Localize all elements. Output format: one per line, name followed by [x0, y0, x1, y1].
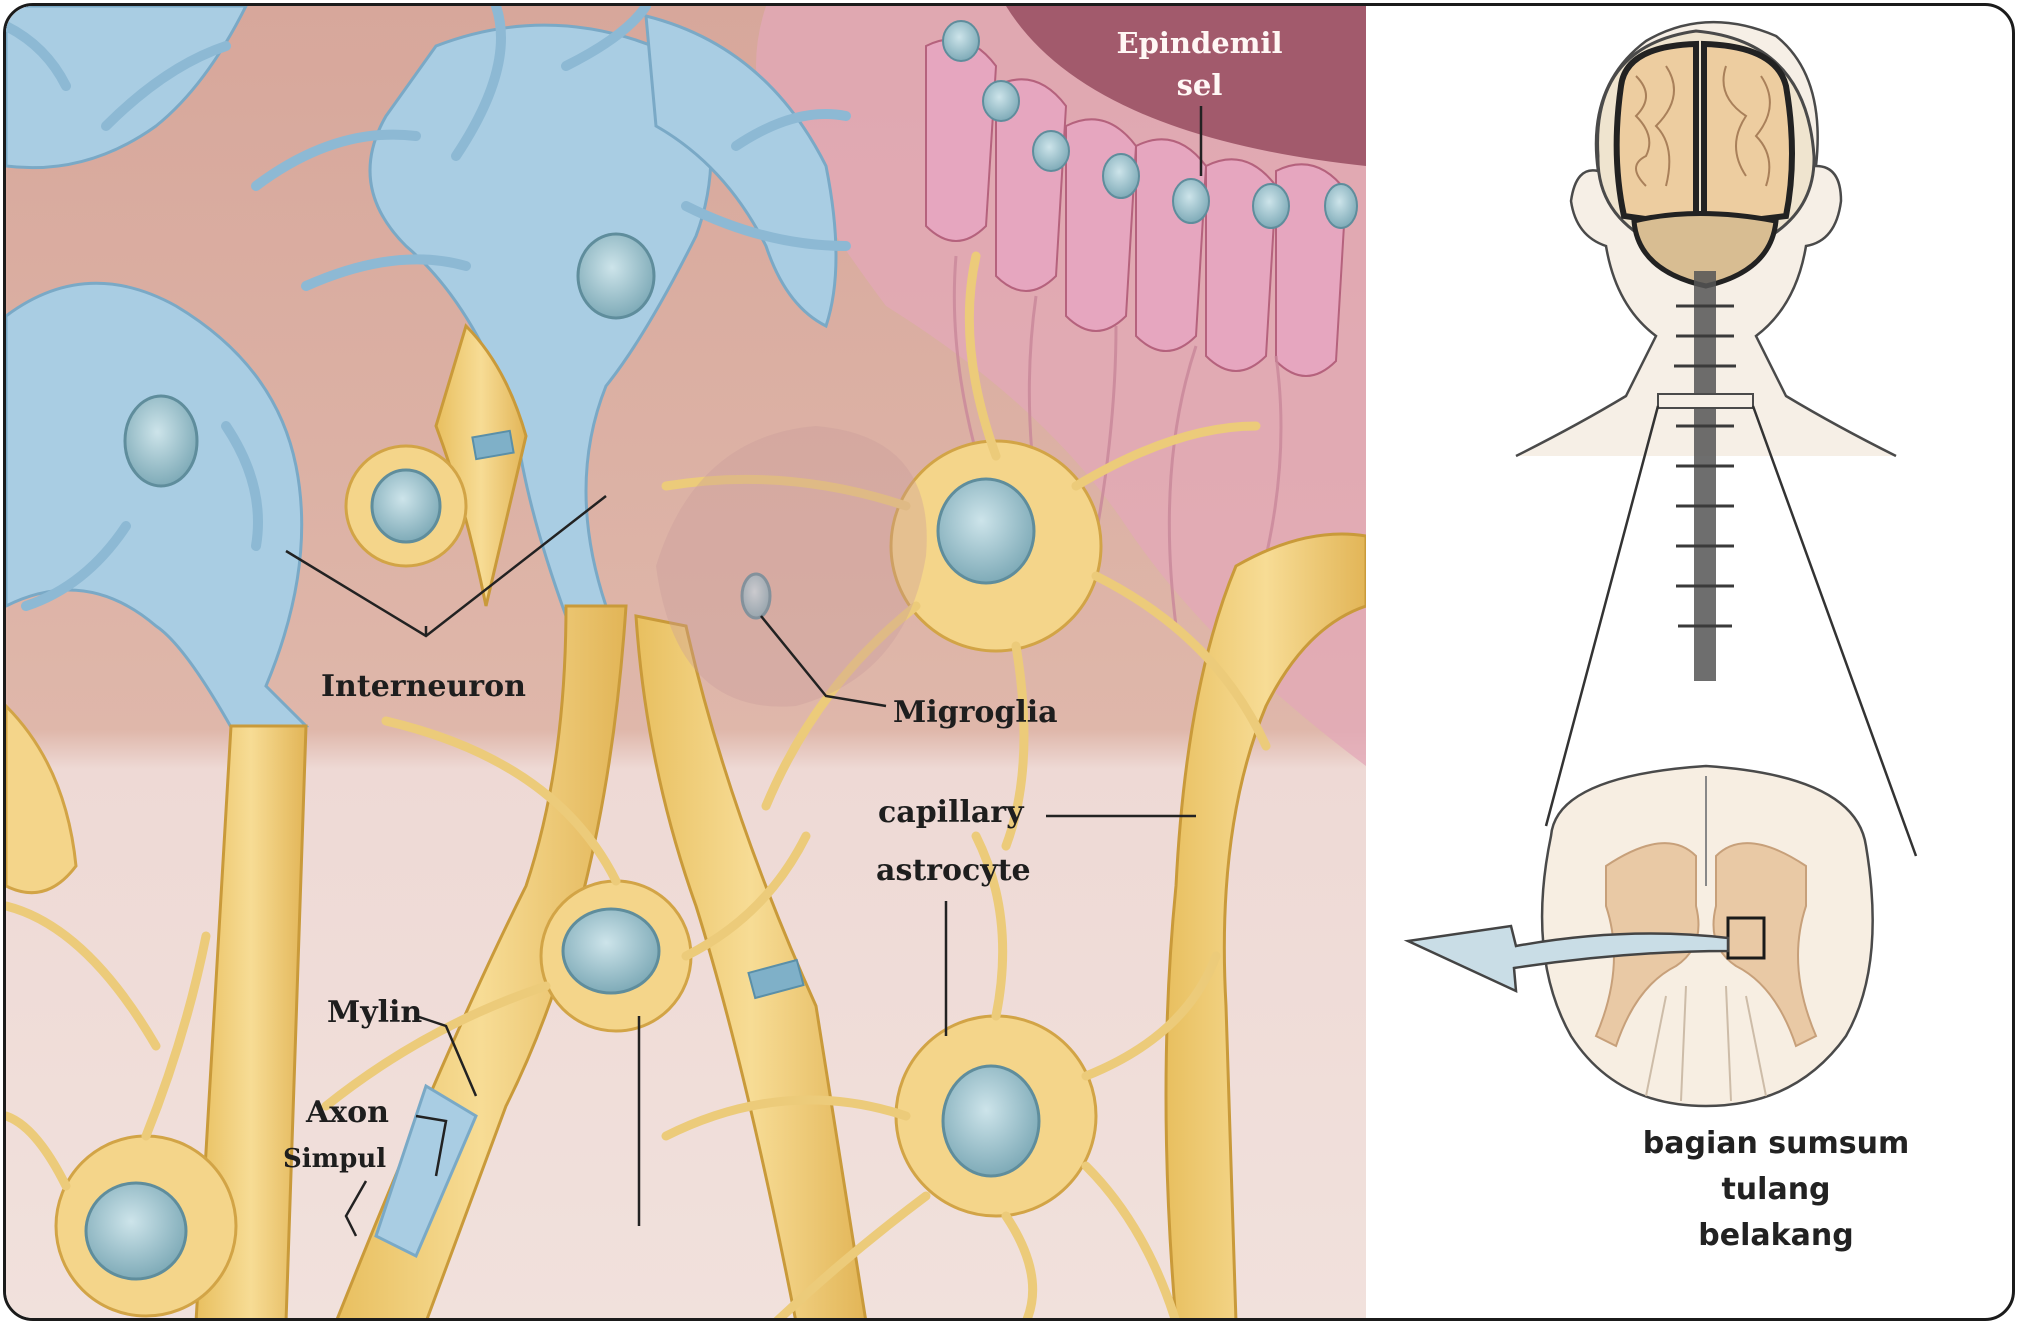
label-astrocyte: astrocyte	[876, 853, 1031, 888]
label-microglia: Migroglia	[893, 695, 1058, 730]
label-interneuron: Interneuron	[321, 669, 526, 704]
figure-frame: Epindemil sel Interneuron Migroglia capi…	[3, 3, 2015, 1321]
spinal-cord-diagram	[1403, 21, 1918, 1108]
label-axon: Axon	[306, 1095, 389, 1130]
label-myelin: Mylin	[327, 995, 423, 1030]
label-node: Simpul	[283, 1144, 387, 1174]
label-capillary: capillary	[878, 795, 1024, 830]
neural-tissue-illustration	[6, 6, 1366, 1318]
label-ependymal-cell: Epindemil sel	[1116, 26, 1283, 102]
caption-spinal-cord-section: bagian sumsum tulang belakang	[1642, 1126, 1910, 1253]
